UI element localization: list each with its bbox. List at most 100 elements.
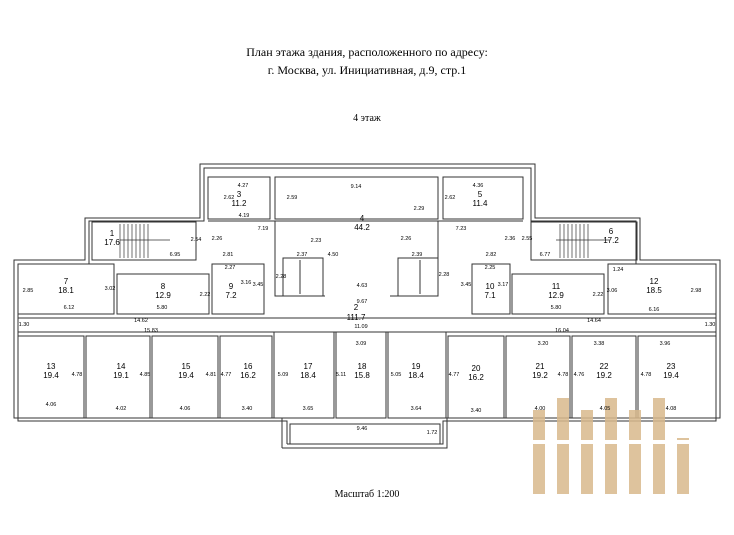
dim: 4.76 (574, 372, 585, 378)
room-3-no: 3 (237, 190, 242, 199)
dim: 5.80 (157, 305, 168, 311)
room-23-area: 19.4 (663, 371, 679, 380)
dim: 1.30 (705, 322, 716, 328)
room-2-area: 111.7 (347, 313, 366, 322)
dim: 11.09 (354, 324, 367, 330)
dim: 4.36 (473, 183, 484, 189)
dim: 2.81 (223, 252, 234, 258)
dim: 6.16 (649, 307, 660, 313)
dim: 3.40 (471, 408, 482, 414)
room-19-area: 18.4 (408, 371, 424, 380)
room-11-area: 12.9 (548, 291, 564, 300)
dim: 3.45 (461, 282, 472, 288)
dim: 2.62 (224, 195, 235, 201)
dim: 7.23 (456, 226, 467, 232)
room-20-area: 16.2 (468, 373, 484, 382)
room-15-area: 19.4 (178, 371, 194, 380)
room-6-no: 6 (609, 227, 614, 236)
dim: 4.08 (666, 406, 677, 412)
dim: 3.40 (242, 406, 253, 412)
dim: 4.77 (449, 372, 460, 378)
dim: 4.78 (558, 372, 569, 378)
room-4-no: 4 (360, 214, 365, 223)
room-23-no: 23 (667, 362, 676, 371)
dim: 4.05 (600, 406, 611, 412)
room-2-no: 2 (354, 303, 359, 312)
room-18-area: 15.8 (354, 371, 370, 380)
dim: 2.54 (191, 237, 202, 243)
room-10-area: 7.1 (484, 291, 496, 300)
dim: 3.45 (253, 282, 264, 288)
room-9-area: 7.2 (225, 291, 237, 300)
dim: 4.50 (328, 252, 339, 258)
room-22-no: 22 (600, 362, 609, 371)
room-8-area: 12.9 (155, 291, 171, 300)
room-17-area: 18.4 (300, 371, 316, 380)
room-14-area: 19.1 (113, 371, 129, 380)
dimension-labels: 4.27 9.14 4.36 2.62 2.59 2.62 4.19 7.19 … (19, 183, 716, 436)
dim: 2.36 (505, 236, 516, 242)
scale-label: Масштаб 1:200 (334, 489, 400, 500)
dim: 3.06 (607, 288, 618, 294)
dim: 2.82 (486, 252, 497, 258)
dim: 4.02 (116, 406, 127, 412)
dim: 4.85 (140, 372, 151, 378)
dim: 5.80 (551, 305, 562, 311)
dim: 5.09 (278, 372, 289, 378)
dim: 9.46 (357, 426, 368, 432)
room-5-area: 11.4 (473, 199, 489, 208)
dim: 4.78 (641, 372, 652, 378)
room-3-area: 11.2 (232, 199, 248, 208)
dim: 3.38 (594, 341, 605, 347)
room-12-no: 12 (650, 277, 659, 286)
room-20-no: 20 (472, 364, 481, 373)
dim: 3.64 (411, 406, 422, 412)
dim: 2.39 (412, 252, 423, 258)
dim: 4.63 (357, 283, 368, 289)
room-21-no: 21 (536, 362, 545, 371)
dim: 2.22 (200, 292, 211, 298)
dim: 14.62 (134, 318, 148, 324)
room-10-no: 10 (486, 282, 495, 291)
room-12-area: 18.5 (646, 286, 662, 295)
room-5-no: 5 (478, 190, 483, 199)
room-6-area: 17.2 (603, 236, 619, 245)
dim: 2.59 (287, 195, 298, 201)
dim: 2.25 (485, 265, 496, 271)
dim: 6.12 (64, 305, 75, 311)
dim: 3.17 (498, 282, 509, 288)
floor-label: 4 этаж (353, 113, 381, 124)
room-17-no: 17 (304, 362, 313, 371)
room-21-area: 19.2 (532, 371, 548, 380)
dim: 4.06 (46, 402, 57, 408)
room-18-no: 18 (358, 362, 367, 371)
dim: 2.37 (297, 252, 308, 258)
dim: 14.64 (587, 318, 601, 324)
dim: 6.95 (170, 252, 181, 258)
dim: 1.30 (19, 322, 30, 328)
room-1-area: 17.6 (104, 238, 120, 247)
dim: 2.98 (691, 288, 702, 294)
room-4-area: 44.2 (354, 223, 370, 232)
dim: 4.00 (535, 406, 546, 412)
dim: 2.55 (522, 236, 533, 242)
dim: 9.14 (351, 184, 362, 190)
dim: 4.77 (221, 372, 232, 378)
dim: 2.26 (401, 236, 412, 242)
room-16-no: 16 (244, 362, 253, 371)
dim: 4.81 (206, 372, 217, 378)
dim: 3.20 (538, 341, 549, 347)
dim: 2.22 (593, 292, 604, 298)
dim: 3.16 (241, 280, 252, 286)
dim: 2.23 (311, 238, 322, 244)
dim: 4.27 (238, 183, 249, 189)
dim: 4.19 (239, 213, 250, 219)
room-7-area: 18.1 (58, 286, 74, 295)
room-13-no: 13 (47, 362, 56, 371)
outer-wall-inner (17, 167, 717, 445)
dim: 2.28 (439, 272, 450, 278)
room-11-no: 11 (552, 282, 561, 291)
dim: 4.06 (180, 406, 191, 412)
room-14-no: 14 (117, 362, 126, 371)
